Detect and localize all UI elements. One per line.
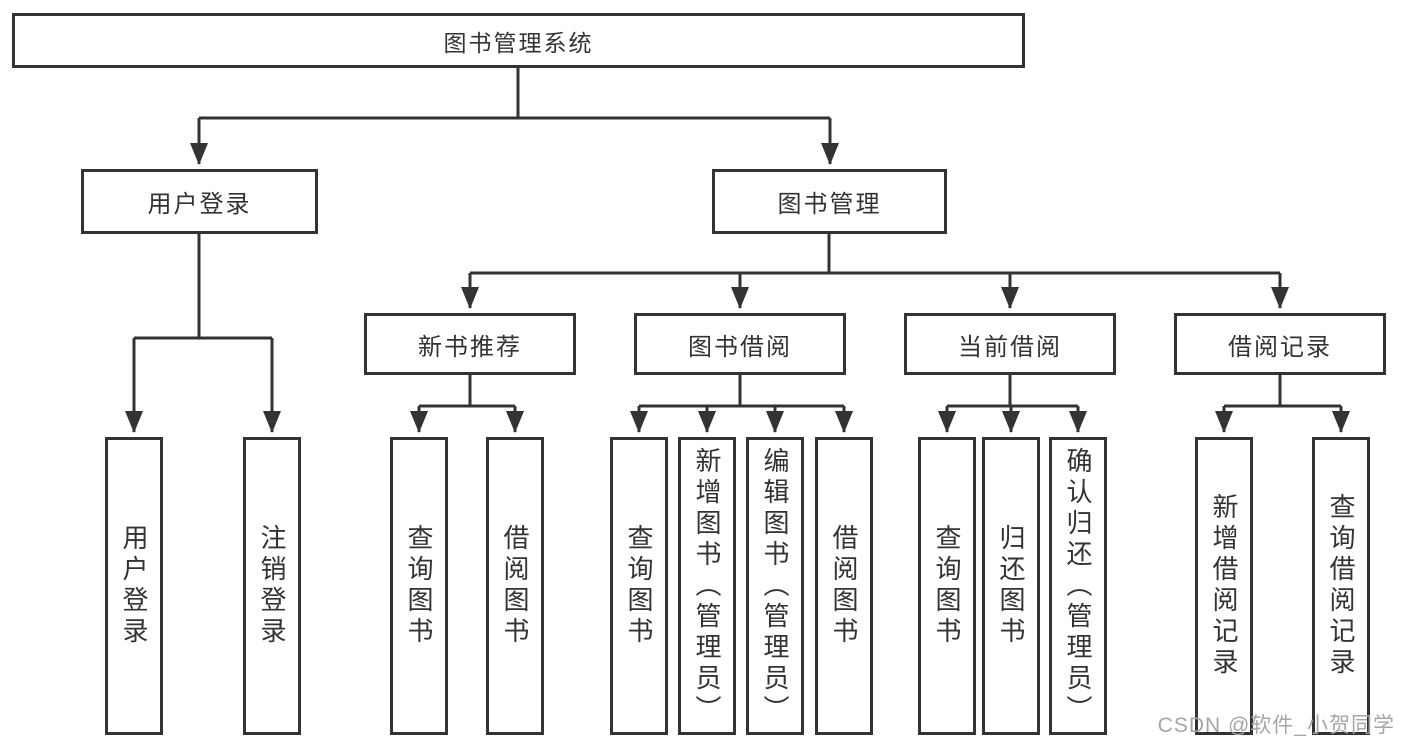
node-confirm-return-admin: 确认归还（管理员）: [1049, 437, 1107, 735]
node-label: 新书推荐: [418, 333, 522, 361]
node-label: 图书管理系统: [443, 29, 594, 56]
node-add-book-admin: 新增图书（管理员）: [678, 437, 736, 735]
node-edit-book-admin: 编辑图书（管理员）: [746, 437, 804, 735]
node-query-borrow-record: 查询借阅记录: [1312, 437, 1370, 735]
node-label: 查询借阅记录: [1326, 493, 1356, 679]
node-current-query-books: 查询图书: [918, 437, 976, 735]
node-label: 用户登录: [119, 524, 149, 648]
node-label: 查询图书: [624, 524, 654, 648]
node-new-book-recommendation: 新书推荐: [364, 313, 576, 375]
node-label: 归还图书: [996, 524, 1026, 648]
node-label: 借阅图书: [829, 524, 859, 648]
node-add-borrow-record: 新增借阅记录: [1195, 437, 1253, 735]
node-label: 用户登录: [147, 191, 252, 218]
node-label: 查询图书: [932, 524, 962, 648]
node-newbooks-query-books: 查询图书: [390, 437, 448, 735]
node-label: 新增借阅记录: [1209, 493, 1239, 679]
node-logout: 注销登录: [243, 437, 301, 735]
node-label: 新增图书（管理员）: [692, 446, 722, 726]
node-label: 图书借阅: [688, 333, 792, 361]
node-label: 当前借阅: [958, 333, 1062, 361]
node-return-books: 归还图书: [982, 437, 1040, 735]
node-current-borrowing: 当前借阅: [904, 313, 1116, 375]
csdn-watermark: CSDN @软件_小贺同学: [1157, 714, 1395, 737]
node-label: 确认归还（管理员）: [1063, 446, 1093, 726]
node-label: 注销登录: [257, 524, 287, 648]
node-borrow-borrow-books: 借阅图书: [815, 437, 873, 735]
node-user-login: 用户登录: [105, 437, 163, 735]
node-label: 编辑图书（管理员）: [760, 446, 790, 726]
node-label: 查询图书: [404, 524, 434, 648]
node-label: 图书管理: [777, 191, 882, 218]
node-book-management-branch: 图书管理: [712, 169, 947, 234]
node-label: 借阅图书: [500, 524, 530, 648]
node-newbooks-borrow-books: 借阅图书: [486, 437, 544, 735]
node-borrow-query-books: 查询图书: [610, 437, 668, 735]
node-book-borrowing: 图书借阅: [634, 313, 846, 375]
node-user-login-branch: 用户登录: [81, 169, 318, 234]
node-label: 借阅记录: [1228, 333, 1332, 361]
node-library-management-system: 图书管理系统: [12, 13, 1025, 68]
node-borrowing-records: 借阅记录: [1174, 313, 1386, 375]
